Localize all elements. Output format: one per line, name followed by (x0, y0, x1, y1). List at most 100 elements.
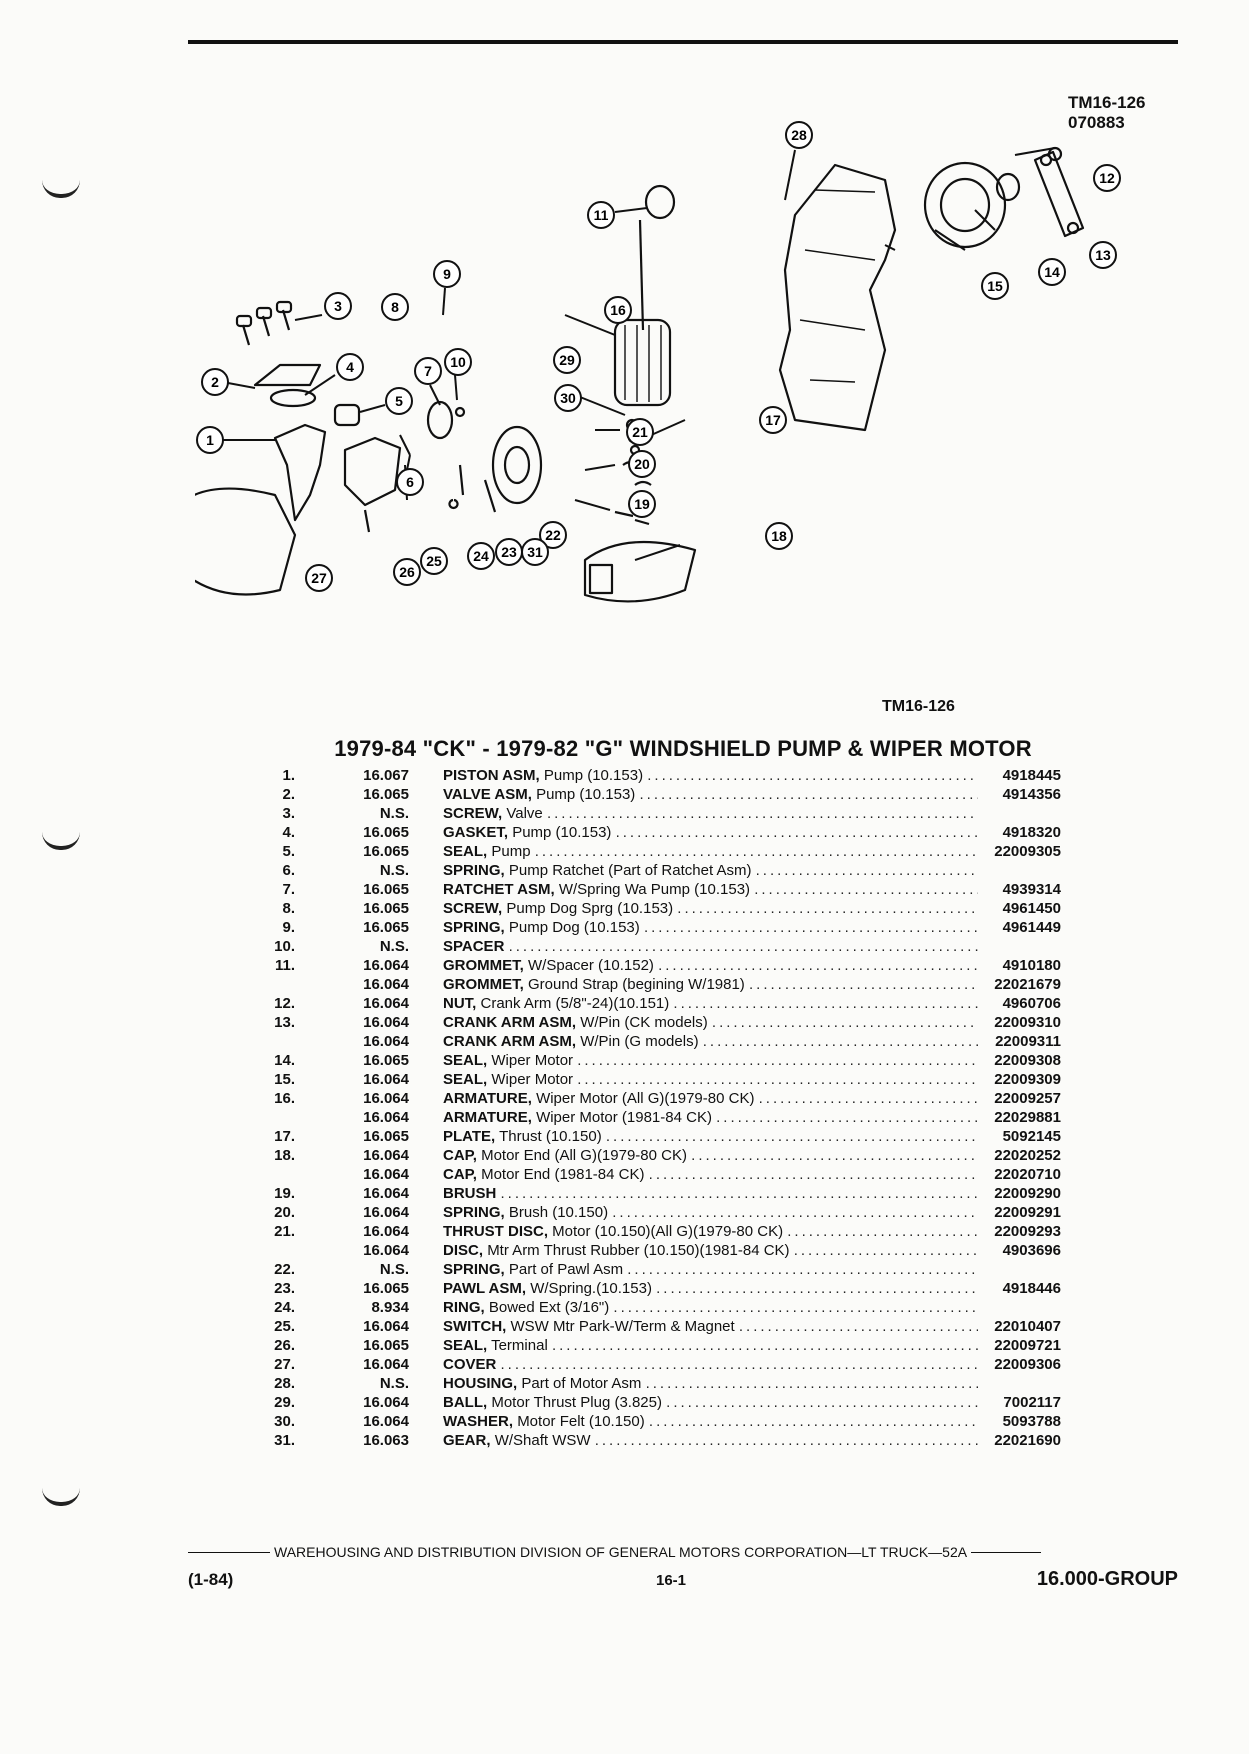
leader-dots: ........................................… (639, 786, 978, 803)
item-number: 5. (282, 843, 295, 860)
item-number: 24. (274, 1299, 295, 1316)
svg-text:19: 19 (634, 496, 650, 512)
group-number: 16.064 (363, 1090, 409, 1107)
group-number: 16.064 (363, 957, 409, 974)
group-number: N.S. (379, 862, 409, 879)
leader-dots: ........................................… (594, 1432, 978, 1449)
part-description: SPRING, Brush (10.150) .................… (443, 1203, 978, 1222)
group-number: 16.065 (363, 1280, 409, 1297)
screws (241, 309, 291, 346)
part-number: 22009257 (994, 1090, 1061, 1107)
svg-text:5: 5 (395, 393, 403, 409)
svg-text:3: 3 (334, 298, 342, 314)
part-name: GEAR, (443, 1432, 491, 1449)
part-name: PLATE, (443, 1128, 496, 1145)
svg-text:14: 14 (1044, 264, 1060, 280)
item-number: 30. (274, 1413, 295, 1430)
group-number: 16.065 (363, 919, 409, 936)
part-description: GEAR, W/Shaft WSW ......................… (443, 1431, 978, 1450)
parts-row: 22.N.S.SPRING, Part of Pawl Asm ........… (255, 1260, 1061, 1279)
seal-ring (923, 161, 1007, 249)
pump-gasket (269, 388, 317, 408)
svg-text:13: 13 (1095, 247, 1111, 263)
parts-row: 3.N.S.SCREW, Valve .....................… (255, 804, 1061, 823)
part-number: 4918445 (1002, 767, 1061, 784)
svg-text:7: 7 (424, 363, 432, 379)
svg-text:30: 30 (560, 390, 576, 406)
part-name: SEAL, (443, 1052, 488, 1069)
group-number: 16.064 (363, 1413, 409, 1430)
part-number: 5093788 (1002, 1413, 1061, 1430)
part-detail: W/Spacer (10.152) (528, 957, 654, 974)
callout: 1 (196, 426, 224, 454)
part-description: WASHER, Motor Felt (10.150) ............… (443, 1412, 978, 1431)
svg-text:28: 28 (791, 127, 807, 143)
part-number: 4960706 (1002, 995, 1061, 1012)
group-number: 16.064 (363, 1014, 409, 1031)
group-number: 16.065 (363, 1128, 409, 1145)
callout: 2 (201, 368, 229, 396)
group-number: 16.063 (363, 1432, 409, 1449)
part-number: 22009721 (994, 1337, 1061, 1354)
part-description: THRUST DISC, Motor (10.150)(All G)(1979-… (443, 1222, 978, 1241)
part-detail: Motor End (All G)(1979-80 CK) (481, 1147, 687, 1164)
part-description: RATCHET ASM, W/Spring Wa Pump (10.153) .… (443, 880, 978, 899)
binder-mark (42, 832, 80, 850)
part-number: 22021679 (994, 976, 1061, 993)
footer-publisher: WAREHOUSING AND DISTRIBUTION DIVISION OF… (274, 1544, 968, 1560)
part-number: 7002117 (1003, 1394, 1061, 1411)
part-name: SEAL, (443, 843, 488, 860)
part-name: DISC, (443, 1242, 484, 1259)
leader-dots: ........................................… (677, 900, 978, 917)
part-number: 22029881 (994, 1109, 1061, 1126)
part-detail: Part of Pawl Asm (508, 1261, 624, 1278)
part-number: 22009291 (994, 1204, 1061, 1221)
item-number: 6. (282, 862, 295, 879)
seal-small (995, 172, 1021, 202)
group-number: N.S. (379, 938, 409, 955)
part-number: 22009308 (994, 1052, 1061, 1069)
part-number: 22009293 (994, 1223, 1061, 1240)
leader-dots: ........................................… (645, 1375, 978, 1392)
item-number: 17. (274, 1128, 295, 1145)
part-name: BALL, (443, 1394, 488, 1411)
group-number: 16.067 (363, 767, 409, 784)
group-number: 16.064 (363, 976, 409, 993)
part-detail: Wiper Motor (491, 1052, 574, 1069)
item-number: 16. (274, 1090, 295, 1107)
item-number: 27. (274, 1356, 295, 1373)
part-name: SPRING, (443, 862, 505, 879)
part-number: 22021690 (994, 1432, 1061, 1449)
leader-dots: ........................................… (755, 862, 978, 879)
leader-dots: ........................................… (534, 843, 978, 860)
group-number: 16.064 (363, 1204, 409, 1221)
leader-dots: ........................................… (546, 805, 978, 822)
pump-valve (253, 363, 322, 387)
group-number: 16.065 (363, 1337, 409, 1354)
svg-text:11: 11 (594, 207, 609, 223)
group-number: N.S. (379, 1261, 409, 1278)
exploded-diagram: 3 2 4 5 1 6 7 8 9 10 11 12 13 14 15 16 1… (195, 121, 1121, 603)
leader-dots: ........................................… (702, 1033, 978, 1050)
figure-date-code: 070883 (1068, 113, 1125, 132)
grommet (644, 184, 676, 220)
part-detail: Mtr Arm Thrust Rubber (10.150)(1981-84 C… (487, 1242, 790, 1259)
callout: 20 (628, 450, 656, 478)
motor-housing (778, 163, 897, 432)
item-number: 14. (274, 1052, 295, 1069)
part-name: HOUSING, (443, 1375, 518, 1392)
part-number: 5092145 (1002, 1128, 1061, 1145)
item-number: 9. (282, 919, 295, 936)
part-detail: Motor (10.150)(All G)(1979-80 CK) (552, 1223, 784, 1240)
part-detail: W/Shaft WSW (494, 1432, 591, 1449)
part-description: BALL, Motor Thrust Plug (3.825) ........… (443, 1393, 978, 1412)
part-description: COVER ..................................… (443, 1355, 978, 1374)
part-detail: Pump (10.153) (543, 767, 644, 784)
